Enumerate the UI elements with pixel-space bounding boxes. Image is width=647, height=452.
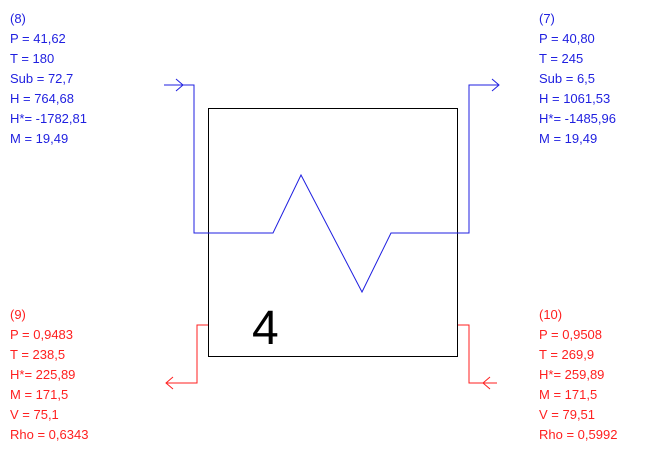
stream-10-inlet-arrow-icon: [482, 376, 491, 390]
stream-8-enthalpy: H = 764,68: [10, 91, 74, 106]
stream-10-enthalpy-star: H*= 259,89: [539, 367, 604, 382]
stream-9-outlet-arrow-icon: [165, 376, 174, 390]
stream-10-temperature: T = 269,9: [539, 347, 594, 362]
stream-10-pressure: P = 0,9508: [539, 327, 602, 342]
stream-8-pressure: P = 41,62: [10, 31, 66, 46]
stream-7-temperature: T = 245: [539, 51, 583, 66]
stream-9-mass-flow: M = 171,5: [10, 387, 68, 402]
stream-7-subcooling: Sub = 6,5: [539, 71, 595, 86]
stream-7-enthalpy-star: H*= -1485,96: [539, 111, 616, 126]
hot-stream-line[interactable]: [164, 84, 499, 294]
stream-8-temperature: T = 180: [10, 51, 54, 66]
stream-8-inlet-arrow-icon: [175, 78, 184, 92]
stream-9-volume-flow: V = 75,1: [10, 407, 59, 422]
stream-9-label: (9) P = 0,9483 T = 238,5 H*= 225,89 M = …: [10, 307, 88, 442]
stream-9-pressure: P = 0,9483: [10, 327, 73, 342]
stream-7-id: (7): [539, 11, 555, 26]
stream-8-mass-flow: M = 19,49: [10, 131, 68, 146]
cold-stream-outlet-line[interactable]: [166, 324, 208, 384]
stream-8-label: (8) P = 41,62 T = 180 Sub = 72,7 H = 764…: [10, 11, 87, 146]
stream-10-volume-flow: V = 79,51: [539, 407, 595, 422]
stream-9-enthalpy-star: H*= 225,89: [10, 367, 75, 382]
stream-8-subcooling: Sub = 72,7: [10, 71, 73, 86]
stream-10-mass-flow: M = 171,5: [539, 387, 597, 402]
stream-7-label: (7) P = 40,80 T = 245 Sub = 6,5 H = 1061…: [539, 11, 616, 146]
stream-10-label: (10) P = 0,9508 T = 269,9 H*= 259,89 M =…: [539, 307, 617, 442]
stream-7-mass-flow: M = 19,49: [539, 131, 597, 146]
stream-8-enthalpy-star: H*= -1782,81: [10, 111, 87, 126]
stream-10-density: Rho = 0,5992: [539, 427, 617, 442]
stream-9-id: (9): [10, 307, 26, 322]
stream-10-id: (10): [539, 307, 562, 322]
stream-9-temperature: T = 238,5: [10, 347, 65, 362]
stream-9-density: Rho = 0,6343: [10, 427, 88, 442]
stream-8-id: (8): [10, 11, 26, 26]
stream-7-enthalpy: H = 1061,53: [539, 91, 610, 106]
heat-exchanger-number: 4: [252, 302, 279, 355]
cold-stream-inlet-line[interactable]: [458, 324, 497, 384]
stream-7-outlet-arrow-icon: [491, 78, 500, 92]
stream-7-pressure: P = 40,80: [539, 31, 595, 46]
